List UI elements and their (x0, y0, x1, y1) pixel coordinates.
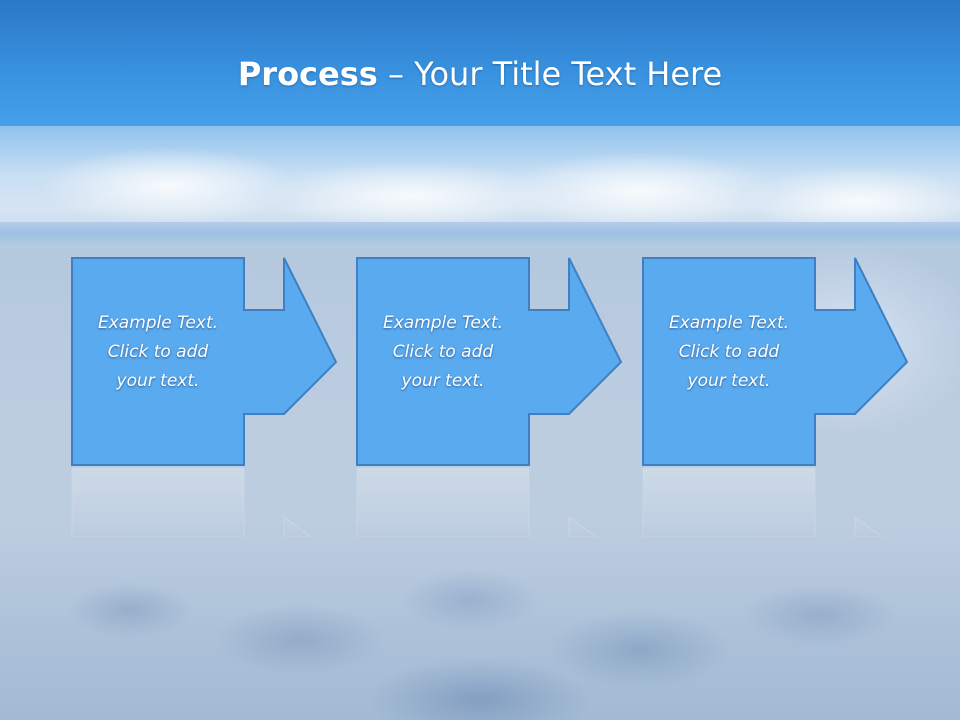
step-2-text[interactable]: Example Text. Click to add your text. (358, 309, 528, 396)
step-text-line: Click to add (107, 342, 209, 362)
step-text-line: your text. (687, 371, 771, 391)
process-step-1[interactable]: Example Text. Click to add your text. (71, 257, 339, 467)
process-step-2[interactable]: Example Text. Click to add your text. (356, 257, 624, 467)
clouds-background (0, 126, 960, 236)
slide-title[interactable]: Process – Your Title Text Here (0, 52, 960, 96)
step-3-text[interactable]: Example Text. Click to add your text. (644, 309, 814, 396)
process-step-2-reflection (356, 467, 624, 538)
process-step-3-reflection (642, 467, 910, 538)
step-text-line: your text. (401, 371, 485, 391)
title-bold-text: Process (237, 55, 378, 93)
arrow-box-shape (642, 257, 909, 466)
title-text: – Your Title Text Here (377, 55, 723, 93)
arrow-box-shape (71, 257, 338, 466)
step-1-text[interactable]: Example Text. Click to add your text. (73, 309, 243, 396)
sky-background (0, 0, 960, 140)
step-text-line: Click to add (392, 342, 494, 362)
step-text-line: Example Text. (382, 313, 504, 333)
process-step-1-reflection (71, 467, 339, 538)
step-text-line: Example Text. (97, 313, 219, 333)
arrow-box-shape (356, 257, 623, 466)
coral-reef-background (0, 520, 960, 720)
water-surface (0, 222, 960, 250)
step-text-line: your text. (116, 371, 200, 391)
step-text-line: Click to add (678, 342, 780, 362)
step-text-line: Example Text. (668, 313, 790, 333)
process-step-3[interactable]: Example Text. Click to add your text. (642, 257, 910, 467)
